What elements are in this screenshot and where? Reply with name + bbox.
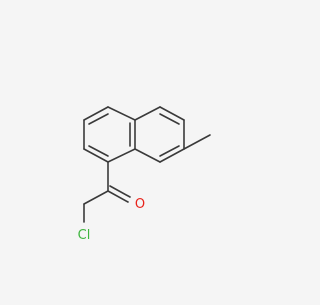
- bond-ring-a-3: [83, 148, 109, 163]
- molecule-drawing: O Cl: [78, 106, 211, 243]
- bond-ring-a-4: [107, 148, 136, 163]
- bond-ring-a-1-inner: [88, 113, 109, 125]
- bonds: [83, 106, 211, 223]
- bond-ring-a-1: [83, 106, 109, 121]
- bond-ring-b-1: [134, 106, 161, 121]
- bond-ring-b-2-inner: [159, 113, 180, 125]
- bond-ring-b-5: [134, 148, 161, 163]
- bond-ring-b-4-inner: [159, 145, 180, 157]
- bond-ring-a-3-inner: [88, 145, 109, 157]
- bond-carbonyl-o-2: [109, 185, 131, 198]
- bond-ring-b-4: [159, 148, 185, 163]
- chlorine-label: Cl: [78, 228, 91, 243]
- bond-carbonyl-ch2: [83, 190, 109, 205]
- oxygen-label: O: [135, 197, 145, 212]
- bond-ring-b-2: [159, 106, 185, 121]
- bond-methyl: [183, 134, 211, 150]
- bond-carbonyl-o-1: [107, 190, 129, 203]
- bond-ring-a-5: [107, 106, 136, 121]
- structure-canvas: O Cl: [78, 106, 211, 243]
